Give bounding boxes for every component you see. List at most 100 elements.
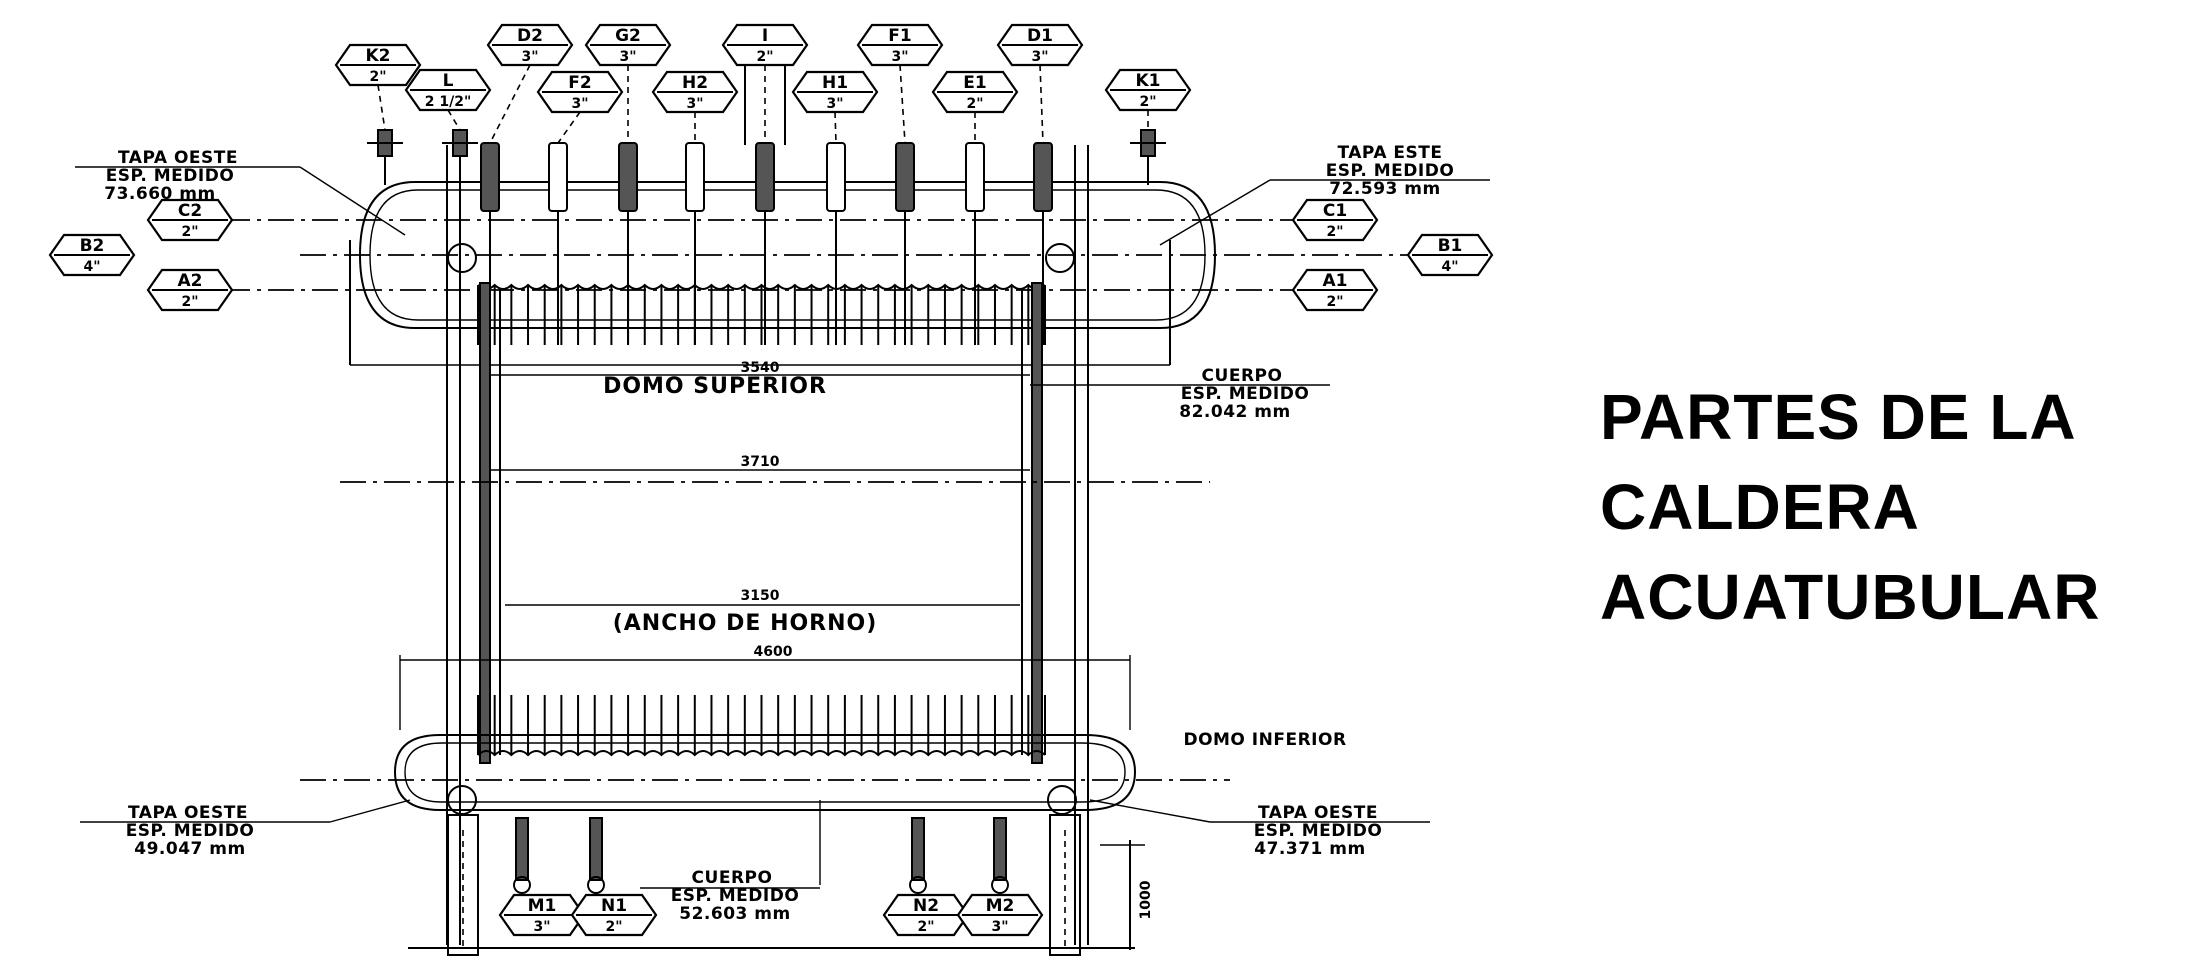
dim-3540: 3540 — [741, 360, 780, 376]
note-cuerpo-bottom: CUERPO ESP. MEDIDO 52.603 mm — [640, 868, 820, 924]
tag-size: 3" — [533, 919, 550, 935]
bottom-flange — [513, 876, 531, 894]
tag-size: 2" — [181, 224, 198, 240]
tag-size: 2" — [1326, 294, 1343, 310]
svg-text:TAPA OESTE: TAPA OESTE — [1258, 803, 1378, 823]
lower-drum — [300, 734, 1230, 815]
tag-size: 2" — [605, 919, 622, 935]
valve-tag-l: L2 1/2" — [404, 68, 492, 112]
tag-size: 3" — [521, 49, 538, 65]
upper-tube-bank — [477, 283, 1046, 345]
tag-id: B2 — [80, 236, 105, 256]
title-line-1: PARTES DE LA — [1600, 381, 2077, 453]
tag-size: 3" — [1031, 49, 1048, 65]
tag-id: H2 — [682, 73, 708, 93]
tag-size: 2" — [1326, 224, 1343, 240]
tag-id: M2 — [986, 896, 1015, 916]
svg-text:ESP. MEDIDO: ESP. MEDIDO — [671, 886, 800, 906]
note-tapa-oeste-bottom-left: TAPA OESTE ESP. MEDIDO 49.047 mm — [80, 799, 411, 859]
tag-size: 3" — [826, 96, 843, 112]
svg-text:ESP. MEDIDO: ESP. MEDIDO — [1181, 384, 1310, 404]
tag-size: 3" — [619, 49, 636, 65]
tag-id: F1 — [888, 26, 911, 46]
note-domo-inferior: DOMO INFERIOR — [1183, 730, 1346, 750]
tube-sheet — [477, 283, 1046, 290]
svg-text:82.042 mm: 82.042 mm — [1179, 402, 1290, 422]
side-tag-a1: A12" — [1291, 268, 1379, 312]
tag-size: 3" — [891, 49, 908, 65]
tag-size: 3" — [686, 96, 703, 112]
dim-4600: 4600 — [754, 644, 793, 660]
tag-id: A2 — [178, 271, 203, 291]
tag-id: H1 — [822, 73, 848, 93]
tag-size: 2" — [966, 96, 983, 112]
tag-id: C2 — [178, 201, 202, 221]
svg-text:52.603 mm: 52.603 mm — [679, 904, 790, 924]
svg-text:CUERPO: CUERPO — [1202, 366, 1283, 386]
nozzle-tag-f1: F13" — [856, 23, 944, 67]
tag-id: L — [443, 71, 454, 91]
tag-id: D1 — [1027, 26, 1053, 46]
valve-tag-k2: K22" — [334, 43, 422, 87]
nozzle-tag-d2: D23" — [486, 23, 574, 67]
tag-id: C1 — [1323, 201, 1347, 221]
side-tag-a2: A22" — [146, 268, 234, 312]
svg-text:TAPA ESTE: TAPA ESTE — [1338, 143, 1443, 163]
svg-text:49.047 mm: 49.047 mm — [134, 839, 245, 859]
tag-size: 4" — [1441, 259, 1458, 275]
nozzle-tags: D23"G23"I2"F13"D13"F23"H23"H13"E12"K22"L… — [48, 23, 1494, 937]
svg-text:72.593 mm: 72.593 mm — [1329, 179, 1440, 199]
nozzle-pipe — [685, 142, 705, 212]
bottom-tag-m2: M23" — [956, 893, 1044, 937]
tag-size: 2" — [369, 69, 386, 85]
nozzle-tag-i: I 2" — [721, 23, 809, 67]
svg-text:TAPA OESTE: TAPA OESTE — [128, 803, 248, 823]
tag-id: N1 — [601, 896, 627, 916]
dim-3150: 3150 — [741, 588, 780, 604]
tag-id: B1 — [1438, 236, 1463, 256]
nozzle-pipe — [965, 142, 985, 212]
nozzle-pipe — [895, 142, 915, 212]
dim-3710: 3710 — [741, 454, 780, 470]
tag-size: 2" — [756, 49, 773, 65]
bottom-pipe — [589, 817, 603, 881]
bottom-tag-n2: N22" — [882, 893, 970, 937]
dim-1000: 1000 — [1138, 880, 1154, 919]
nozzle-pipe — [480, 142, 500, 212]
svg-text:ESP. MEDIDO: ESP. MEDIDO — [1326, 161, 1455, 181]
lower-tube-bank — [477, 695, 1046, 757]
svg-text:TAPA OESTE: TAPA OESTE — [118, 148, 238, 168]
tag-size: 2" — [1139, 94, 1156, 110]
tag-size: 3" — [991, 919, 1008, 935]
svg-text:73.660 mm: 73.660 mm — [104, 184, 215, 204]
title-line-3: ACUATUBULAR — [1600, 561, 2101, 633]
top-nozzle-tubes — [367, 64, 1166, 894]
support-legs: 1000 — [408, 800, 1154, 956]
nozzle-tag-h1: H13" — [791, 70, 879, 114]
domo-superior-label: DOMO SUPERIOR — [603, 374, 827, 399]
nozzle-pipe — [548, 142, 568, 212]
nozzle-tag-f2: F23" — [536, 70, 624, 114]
furnace-walls — [446, 145, 1089, 945]
title-line-2: CALDERA — [1600, 471, 1920, 543]
side-tag-b1: B14" — [1406, 233, 1494, 277]
note-cuerpo-top: CUERPO ESP. MEDIDO 82.042 mm — [1030, 366, 1330, 422]
ancho-horno-label: (ANCHO DE HORNO) — [613, 611, 878, 636]
bottom-pipe — [911, 817, 925, 881]
tag-size: 2" — [181, 294, 198, 310]
side-tag-c2: C22" — [146, 198, 234, 242]
nozzle-tag-d1: D13" — [996, 23, 1084, 67]
bottom-pipe — [515, 817, 529, 881]
nozzle-tag-e1: E12" — [931, 70, 1019, 114]
tag-size: 4" — [83, 259, 100, 275]
tag-id: M1 — [528, 896, 557, 916]
tag-size: 3" — [571, 96, 588, 112]
nozzle-tag-h2: H23" — [651, 70, 739, 114]
boiler-drawing: 3540 DOMO SUPERIOR 3710 3150 (ANCHO DE H… — [48, 23, 1494, 956]
svg-text:ESP. MEDIDO: ESP. MEDIDO — [106, 166, 235, 186]
bottom-pipe — [993, 817, 1007, 881]
tag-id: I — [762, 26, 768, 46]
svg-text:ESP. MEDIDO: ESP. MEDIDO — [126, 821, 255, 841]
side-tag-b2: B24" — [48, 233, 136, 277]
svg-text:CUERPO: CUERPO — [692, 868, 773, 888]
